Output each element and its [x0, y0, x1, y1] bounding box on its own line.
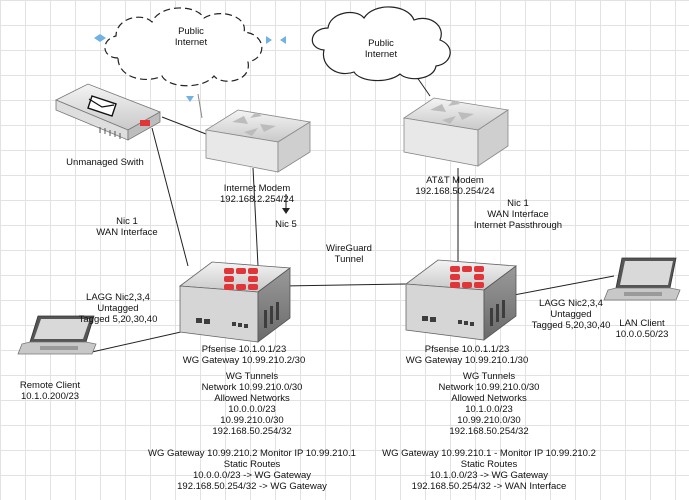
config-right-line: Static Routes — [460, 459, 518, 470]
pfsense-left-label-line2: WG Gateway 10.99.210.2/30 — [182, 355, 306, 366]
wireguard-tunnel-label: WireGuard Tunnel — [326, 243, 372, 265]
link-switch-pfsense-left — [151, 127, 189, 267]
config-left-line: 10.0.0.0/23 -> WG Gateway — [192, 470, 312, 481]
config-left-spacer — [148, 437, 356, 448]
config-left-line: 10.0.0.0/23 — [228, 404, 276, 415]
link-modem-pfsense-left — [252, 167, 259, 267]
config-left-line: Network 10.99.210.0/30 — [201, 382, 303, 393]
config-right-line: WG Tunnels — [462, 371, 516, 382]
lagg-right-label-line2: Untagged — [550, 309, 592, 320]
unmanaged-switch-device — [55, 83, 161, 141]
router-arrows-icon — [430, 100, 474, 124]
lagg-right-label: LAGG Nic2,3,4 Untagged Tagged 5,20,30,40 — [532, 298, 611, 331]
lagg-left-label: LAGG Nic2,3,4 Untagged Tagged 5,20,30,40 — [79, 292, 158, 325]
cloud-right-label-line1: Public — [368, 38, 394, 49]
nic5-label: Nic 5 — [275, 219, 297, 230]
config-left-line: WG Tunnels — [225, 371, 279, 382]
pfsense-left-label: Pfsense 10.1.0.1/23 WG Gateway 10.99.210… — [183, 344, 306, 366]
connection-lines — [91, 69, 615, 353]
cloud-left-label: Public Internet — [175, 26, 207, 48]
config-left-line: 10.99.210.0/30 — [220, 415, 284, 426]
att-modem-label-line2: 192.168.50.254/24 — [415, 186, 495, 197]
remote-client-label: Remote Client 10.1.0.200/23 — [20, 380, 80, 402]
nic1-right-label: Nic 1 WAN Interface Internet Passthrough — [474, 198, 562, 231]
remote-client-label-line1: Remote Client — [19, 380, 81, 391]
fortinet-logo-icon — [224, 268, 258, 290]
pfsense-right-label: Pfsense 10.0.1.1/23 WG Gateway 10.99.210… — [406, 344, 529, 366]
public-internet-cloud-right — [311, 6, 451, 82]
lagg-left-label-line3: Tagged 5,20,30,40 — [78, 314, 158, 325]
config-right-spacer — [382, 437, 596, 448]
internet-modem-label-line1: Internet Modem — [223, 183, 291, 194]
pfsense-left-firewall — [178, 261, 292, 343]
config-right-block: WG Tunnels Network 10.99.210.0/30 Allowe… — [382, 371, 596, 492]
cloud-left-label-line2: Internet — [174, 37, 208, 48]
config-left-line: Static Routes — [223, 459, 281, 470]
lan-client-label: LAN Client 10.0.0.50/23 — [616, 318, 669, 340]
fortinet-logo-icon — [450, 266, 484, 288]
wireguard-label-line1: WireGuard — [326, 243, 372, 254]
config-right-line: 10.1.0.0/23 -> WG Gateway — [429, 470, 549, 481]
lagg-left-label-line2: Untagged — [97, 303, 139, 314]
link-wireguard-tunnel — [281, 283, 407, 287]
pfsense-left-label-line1: Pfsense 10.1.0.1/23 — [201, 344, 287, 355]
config-left-line: WG Gateway 10.99.210.2 Monitor IP 10.99.… — [148, 448, 356, 459]
config-right-line: Network 10.99.210.0/30 — [438, 382, 540, 393]
port-row-icon — [422, 300, 505, 326]
config-left-line: Allowed Networks — [214, 393, 290, 404]
lan-client-label-line1: LAN Client — [619, 318, 665, 329]
lagg-right-label-line1: LAGG Nic2,3,4 — [539, 298, 603, 309]
lagg-left-label-line1: LAGG Nic2,3,4 — [86, 292, 150, 303]
remote-client-laptop — [17, 315, 97, 355]
network-traffic-arrows — [94, 34, 286, 102]
internet-modem-label: Internet Modem 192.168.2.254/24 — [220, 183, 294, 205]
config-right-line: 10.99.210.0/30 — [457, 415, 521, 426]
nic1-left-label-line2: WAN Interface — [96, 227, 158, 238]
link-lan-client — [497, 275, 615, 299]
lan-client-laptop — [603, 257, 681, 301]
internet-modem-device — [204, 109, 312, 173]
link-switch-modem — [161, 116, 207, 135]
nic5-arrow-head — [282, 208, 290, 214]
nic1-right-label-line2: WAN Interface — [487, 209, 549, 220]
lagg-right-label-line3: Tagged 5,20,30,40 — [531, 320, 611, 331]
router-arrows-icon — [232, 112, 276, 136]
nic1-left-label-line1: Nic 1 — [116, 216, 138, 227]
cloud-left-label-line1: Public — [178, 26, 204, 37]
nic1-right-label-line1: Nic 1 — [507, 198, 529, 209]
config-right-line: 192.168.50.254/32 — [449, 426, 529, 437]
att-modem-device — [402, 97, 510, 167]
nic5-label-text: Nic 5 — [275, 219, 297, 230]
cloud-right-label-line2: Internet — [364, 49, 398, 60]
config-right-line: 192.168.50.254/32 -> WAN Interface — [411, 481, 567, 492]
att-modem-label: AT&T Modem 192.168.50.254/24 — [415, 175, 494, 197]
nic1-right-label-line3: Internet Passthrough — [473, 220, 563, 231]
pfsense-right-label-line1: Pfsense 10.0.1.1/23 — [424, 344, 510, 355]
wireguard-label-line2: Tunnel — [334, 254, 364, 265]
config-left-line: 192.168.50.254/32 — [212, 426, 292, 437]
config-left-block: WG Tunnels Network 10.99.210.0/30 Allowe… — [148, 371, 356, 492]
config-right-line: Allowed Networks — [451, 393, 527, 404]
nic1-left-label: Nic 1 WAN Interface — [96, 216, 157, 238]
att-modem-label-line1: AT&T Modem — [426, 175, 484, 186]
remote-client-label-line2: 10.1.0.200/23 — [20, 391, 80, 402]
pfsense-right-label-line2: WG Gateway 10.99.210.1/30 — [405, 355, 529, 366]
pfsense-right-firewall — [404, 259, 518, 341]
config-right-line: WG Gateway 10.99.210.1 - Monitor IP 10.9… — [382, 448, 596, 459]
public-internet-cloud-left — [94, 7, 286, 102]
config-left-line: 192.168.50.254/32 -> WG Gateway — [177, 481, 327, 492]
internet-modem-label-line2: 192.168.2.254/24 — [220, 194, 294, 205]
config-right-line: 10.1.0.0/23 — [465, 404, 513, 415]
lan-client-label-line2: 10.0.0.50/23 — [615, 329, 669, 340]
cloud-right-label: Public Internet — [365, 38, 397, 60]
port-row-icon — [196, 302, 279, 328]
unmanaged-switch-label: Unmanaged Swith — [66, 157, 144, 168]
link-cloud-switch — [197, 93, 203, 119]
unmanaged-switch-label-text: Unmanaged Swith — [66, 157, 144, 168]
